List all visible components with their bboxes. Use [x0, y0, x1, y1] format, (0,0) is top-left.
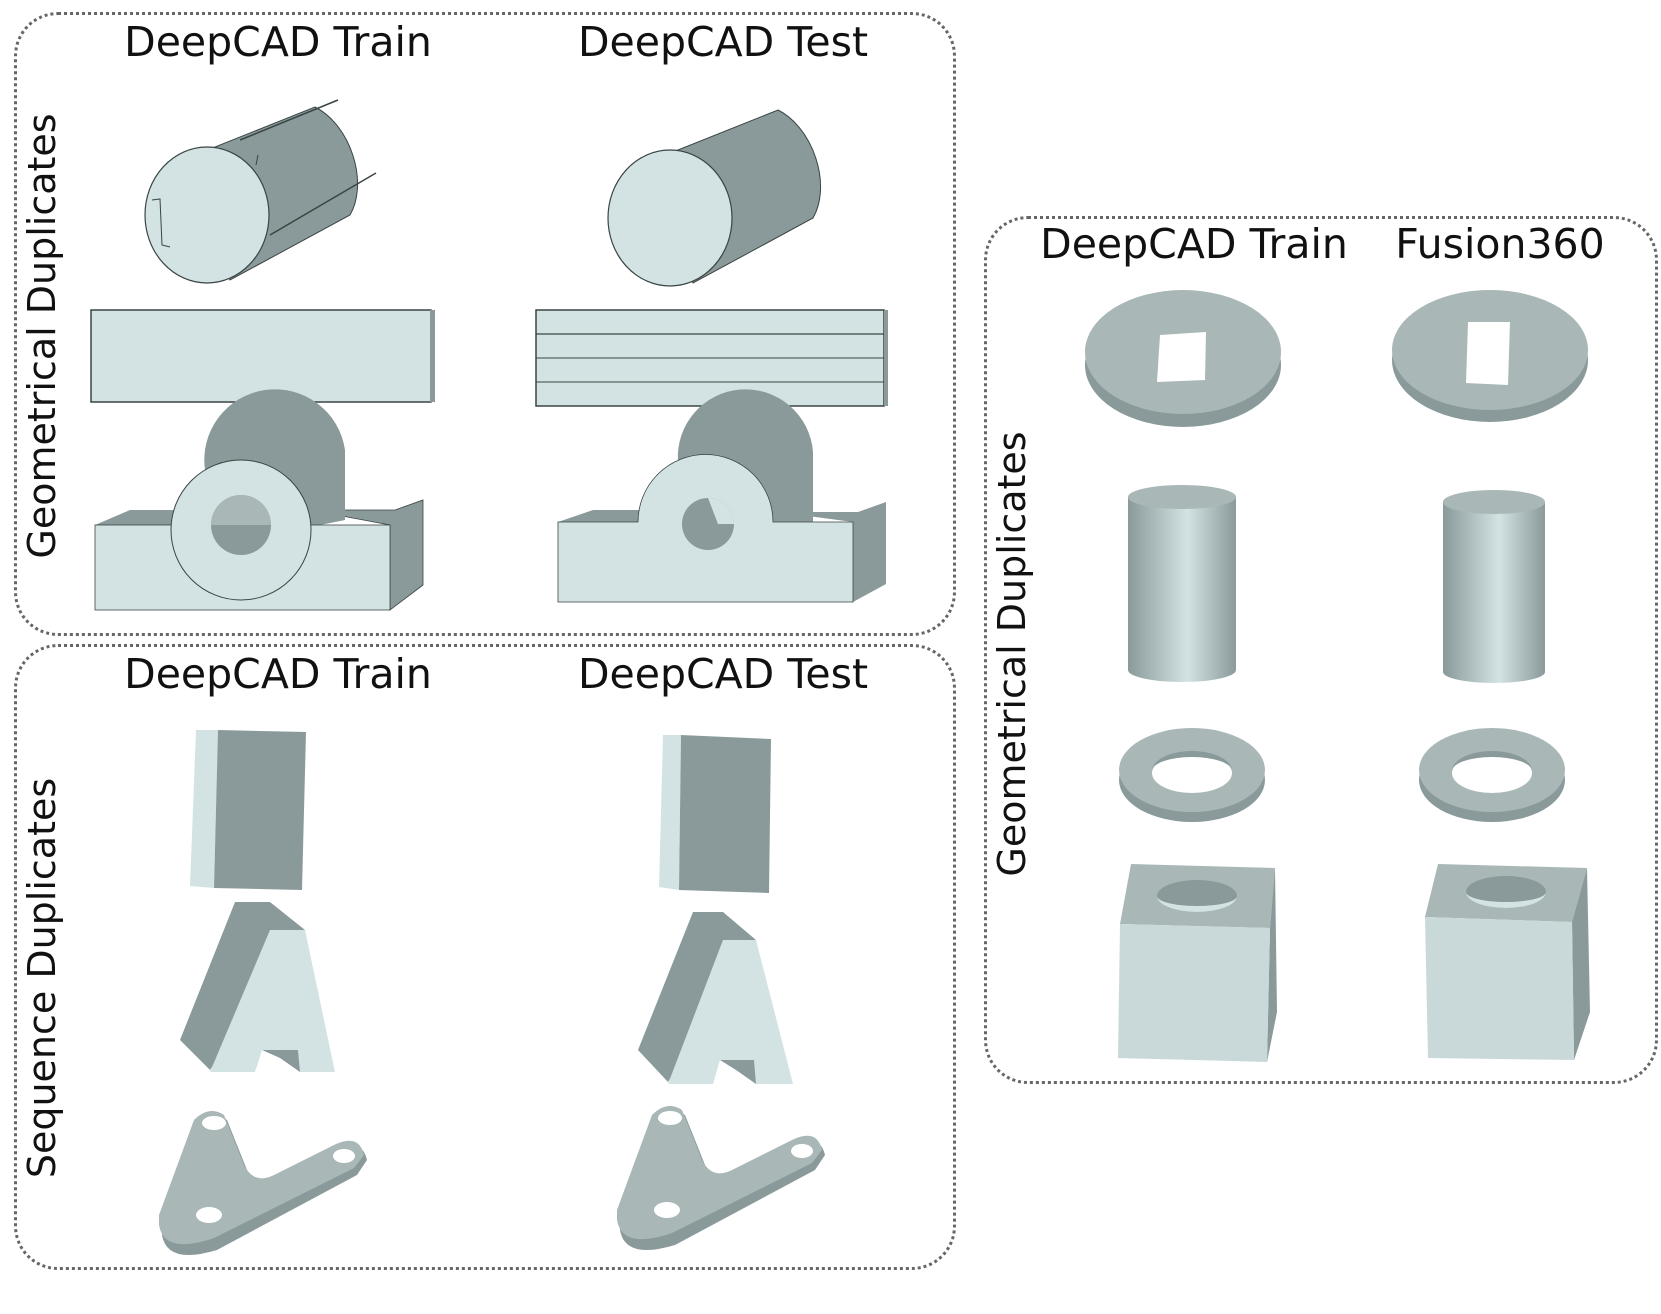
panel-sequence-deepcad [14, 644, 956, 1270]
col-title-deepcad-test-bottom: DeepCAD Test [577, 650, 869, 698]
col-title-fusion360: Fusion360 [1395, 220, 1605, 268]
ring-washer-train-model [1119, 728, 1265, 822]
cylinder-test-model [607, 109, 822, 287]
side-label-sequence: Sequence Duplicates [20, 777, 64, 1179]
panel-geometrical-deepcad [14, 12, 956, 636]
panel-geometrical-fusion360 [984, 216, 1658, 1084]
bracket-train-model [159, 1111, 367, 1255]
upright-cylinder-fusion-model [1443, 490, 1545, 683]
square-hole-disc-train-model [1085, 290, 1281, 427]
col-title-deepcad-train-bottom: DeepCAD Train [124, 650, 432, 698]
ring-washer-fusion-model [1419, 728, 1565, 822]
upright-cylinder-train-model [1128, 485, 1236, 682]
side-label-geometrical-right: Geometrical Duplicates [990, 431, 1034, 877]
side-label-geometrical-top: Geometrical Duplicates [20, 113, 64, 559]
a-frame-test-model [638, 912, 793, 1084]
col-title-deepcad-train-top: DeepCAD Train [124, 18, 432, 66]
col-title-deepcad-test-top: DeepCAD Test [577, 18, 869, 66]
slab-test-model [535, 309, 888, 407]
block-test-model [659, 735, 771, 893]
pillow-block-train-model [94, 389, 424, 611]
pillow-block-test-model [557, 389, 886, 603]
slab-train-model [90, 309, 435, 403]
a-frame-train-model [180, 902, 335, 1072]
square-hole-disc-fusion-model [1392, 290, 1588, 422]
block-train-model [190, 730, 306, 890]
cube-with-hole-fusion-model [1425, 864, 1590, 1060]
bracket-test-model [617, 1106, 825, 1250]
col-title-deepcad-train-right: DeepCAD Train [1040, 220, 1348, 268]
cube-with-hole-train-model [1118, 864, 1277, 1062]
cylinder-train-model [144, 99, 377, 284]
